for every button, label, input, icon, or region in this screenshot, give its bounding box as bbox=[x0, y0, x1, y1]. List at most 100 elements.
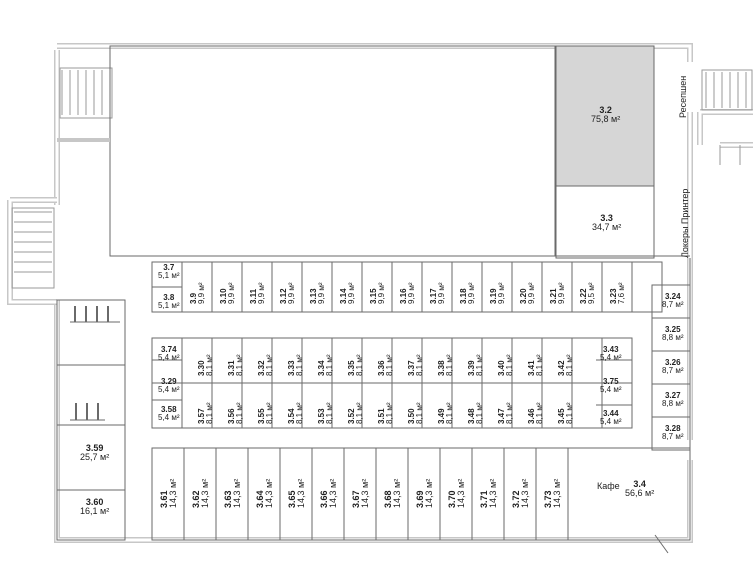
room-area: 5,4 м² bbox=[158, 413, 180, 423]
cafe-label: Кафе bbox=[597, 481, 620, 491]
room-right-col-shape bbox=[651, 416, 691, 451]
room-area: 8,1 м² bbox=[535, 402, 545, 424]
room-area: 5,4 м² bbox=[600, 385, 622, 395]
room-area: 8,1 м² bbox=[355, 354, 365, 376]
room-area: 14,3 м² bbox=[456, 478, 467, 508]
room-area: 14,3 м² bbox=[296, 478, 307, 508]
room-number: 3.25 bbox=[664, 325, 681, 334]
wc-1-shape bbox=[56, 299, 126, 366]
room-area: 14,3 м² bbox=[488, 478, 499, 508]
room-area: 8,1 м² bbox=[295, 402, 305, 424]
room-area: 8,1 м² bbox=[205, 402, 215, 424]
room-number: 3.59 bbox=[85, 443, 104, 453]
room-area: 8,1 м² bbox=[355, 402, 365, 424]
room-area: 9,9 м² bbox=[437, 282, 447, 304]
room-area: 8,1 м² bbox=[415, 354, 425, 376]
room-area: 8,1 м² bbox=[475, 354, 485, 376]
room-area: 75,8 м² bbox=[591, 114, 621, 125]
room-area: 14,3 м² bbox=[552, 478, 563, 508]
room-area: 8,1 м² bbox=[385, 354, 395, 376]
room-number: 3.7 bbox=[163, 263, 175, 272]
room-area: 14,3 м² bbox=[200, 478, 211, 508]
room-top-row-shape bbox=[631, 261, 663, 313]
room-area: 8,1 м² bbox=[265, 402, 275, 424]
stairs-top-left bbox=[59, 67, 113, 119]
room-number: 3.28 bbox=[664, 424, 681, 433]
room-area: 8,7 м² bbox=[662, 366, 684, 376]
room-area: 5,4 м² bbox=[158, 353, 180, 363]
room-area: 9,9 м² bbox=[257, 282, 267, 304]
room-area: 56,6 м² bbox=[625, 488, 655, 499]
room-area: 14,3 м² bbox=[328, 478, 339, 508]
room-area: 8,1 м² bbox=[325, 354, 335, 376]
room-area: 8,1 м² bbox=[205, 354, 215, 376]
room-area: 7,6 м² bbox=[617, 282, 627, 304]
room-area: 9,9 м² bbox=[497, 282, 507, 304]
room-area: 5,1 м² bbox=[158, 301, 180, 311]
right-stair-wall bbox=[697, 109, 753, 148]
room-area: 25,7 м² bbox=[80, 452, 110, 463]
room-3-2-shape bbox=[555, 45, 655, 187]
room-area: 8,1 м² bbox=[235, 402, 245, 424]
room-area: 9,9 м² bbox=[287, 282, 297, 304]
left-stair-wall bbox=[7, 197, 57, 305]
room-number: 3.27 bbox=[664, 391, 681, 400]
room-area: 8,8 м² bbox=[662, 399, 684, 409]
room-area: 9,9 м² bbox=[407, 282, 417, 304]
room-area: 8,1 м² bbox=[505, 402, 515, 424]
room-area: 8,8 м² bbox=[662, 333, 684, 343]
room-number: 3.3 bbox=[600, 213, 613, 223]
room-area: 8,1 м² bbox=[385, 402, 395, 424]
room-area: 14,3 м² bbox=[264, 478, 275, 508]
room-number: 3.29 bbox=[160, 377, 177, 386]
room-area: 5,1 м² bbox=[158, 271, 180, 281]
cafe-shape bbox=[567, 447, 691, 541]
room-area: 14,3 м² bbox=[520, 478, 531, 508]
room-area: 9,5 м² bbox=[587, 282, 597, 304]
room-area: 8,1 м² bbox=[535, 354, 545, 376]
room-number: 3.74 bbox=[160, 345, 177, 354]
room-area: 8,7 м² bbox=[662, 300, 684, 310]
room-area: 8,1 м² bbox=[475, 402, 485, 424]
room-area: 14,3 м² bbox=[392, 478, 403, 508]
left-stair-wall-inner bbox=[8, 198, 57, 304]
room-area: 8,1 м² bbox=[565, 354, 575, 376]
room-area: 9,9 м² bbox=[197, 282, 207, 304]
room-area: 9,9 м² bbox=[347, 282, 357, 304]
room-area: 14,3 м² bbox=[360, 478, 371, 508]
